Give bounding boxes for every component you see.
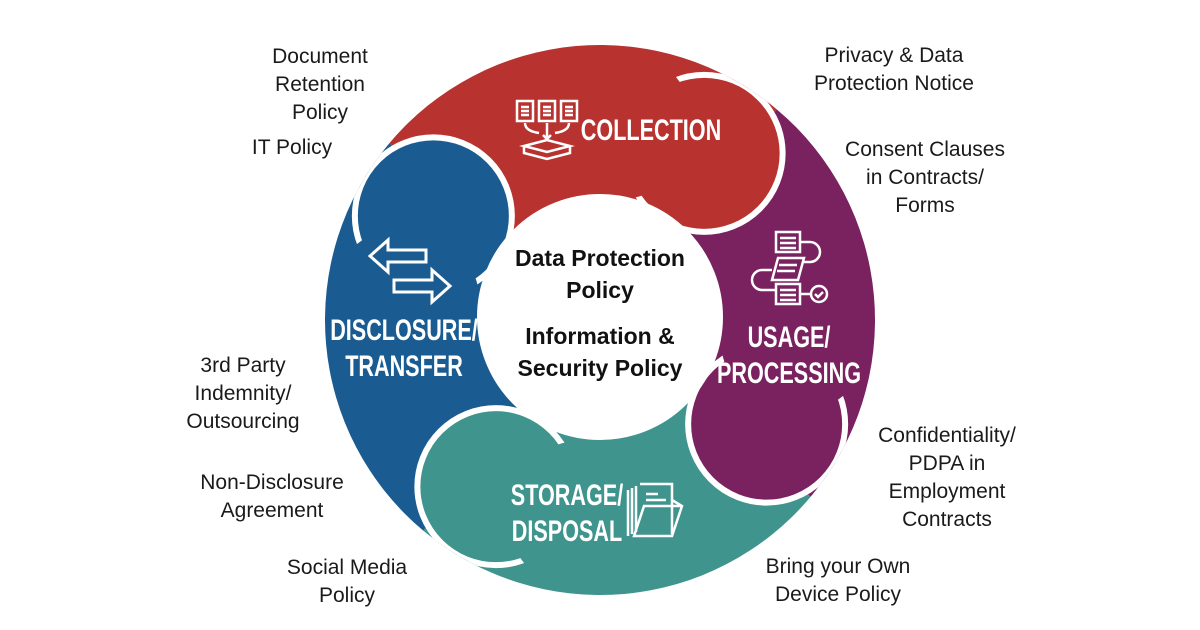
policy-text: Contracts: [902, 508, 992, 531]
open-folder-icon: [626, 482, 684, 538]
policy-text: Social Media: [286, 556, 408, 579]
policy-text: Non-Disclosure: [200, 471, 344, 494]
policy-text: Agreement: [220, 499, 324, 522]
center-text: Security Policy: [517, 355, 683, 381]
segment-text: DISPOSAL: [511, 515, 623, 548]
segment-text: DISCLOSURE/: [330, 314, 478, 347]
segment-fill-usage: [720, 261, 872, 413]
policy-text: Bring your Own: [765, 555, 911, 578]
center-text: Data Protection: [515, 245, 685, 271]
policy-text: Confidentiality/: [878, 424, 1016, 447]
segment-fill-storage: [507, 440, 659, 592]
segment-fill-collection: [541, 48, 693, 200]
workflow-documents-icon: [750, 230, 829, 306]
policy-text: Policy: [318, 584, 376, 607]
policy-text: Employment: [888, 480, 1006, 503]
policy-text: Forms: [895, 194, 955, 217]
policy-it: IT Policy: [252, 134, 332, 162]
center-circle: [477, 194, 723, 440]
policy-text: Device Policy: [774, 583, 902, 606]
policy-text: 3rd Party: [200, 354, 286, 377]
documents-to-inbox-icon: [515, 99, 579, 161]
policy-text: Policy: [291, 101, 349, 124]
policy-text: Retention: [275, 73, 365, 96]
segment-text: STORAGE/: [510, 479, 624, 512]
center-text: Information &: [525, 323, 675, 349]
policy-consent-clauses: Consent Clauses in Contracts/Forms: [845, 136, 1005, 220]
policy-text: Privacy & Data: [824, 44, 964, 67]
segment-label-storage: STORAGE/DISPOSAL: [511, 478, 623, 550]
segment-label-collection: COLLECTION: [581, 113, 721, 149]
policy-text: in Contracts/: [866, 166, 984, 189]
policy-text: PDPA in: [908, 452, 986, 475]
policy-text: Outsourcing: [186, 410, 300, 433]
segment-fill-disclosure: [328, 227, 480, 379]
segment-text: TRANSFER: [345, 350, 463, 383]
segment-text: USAGE/: [747, 321, 831, 354]
segment-label-usage: USAGE/PROCESSING: [717, 320, 861, 392]
policy-text: IT Policy: [251, 136, 333, 159]
center-information-security-policy: Information & Security Policy: [518, 320, 683, 384]
policy-text: Protection Notice: [814, 72, 974, 95]
policy-text: Document: [272, 45, 368, 68]
segment-label-disclosure: DISCLOSURE/TRANSFER: [330, 313, 478, 385]
center-text: Policy: [566, 277, 634, 303]
segment-text: COLLECTION: [580, 114, 722, 147]
policy-text: Indemnity/: [194, 382, 292, 405]
segment-text: PROCESSING: [716, 357, 862, 390]
center-data-protection-policy: Data Protection Policy: [515, 242, 685, 306]
policy-text: Consent Clauses: [845, 138, 1005, 161]
transfer-arrows-icon: [367, 236, 453, 306]
